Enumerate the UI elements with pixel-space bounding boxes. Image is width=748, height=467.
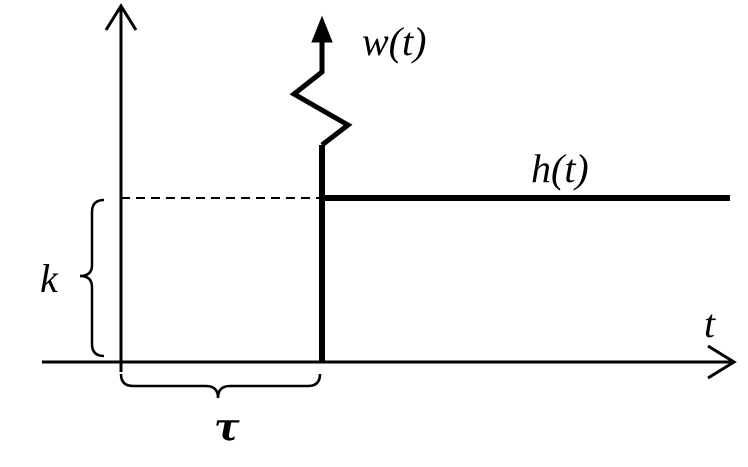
time-axis (42, 344, 737, 380)
vertical-axis-arrowhead (104, 3, 138, 31)
vertical-axis (104, 3, 138, 372)
gain-label: k (40, 256, 59, 301)
impulse-zigzag-line (289, 40, 353, 147)
delay-brace (119, 373, 322, 399)
gain-brace (79, 198, 105, 358)
impulse-response-arrow (289, 15, 353, 147)
time-axis-arrowhead (707, 344, 737, 380)
delay-label: τ (214, 404, 240, 449)
impulse-arrowhead (311, 15, 333, 43)
impulse-label: w(t) (362, 19, 426, 64)
step-label: h(t) (531, 146, 589, 191)
step-response-curve (319, 145, 730, 362)
time-axis-label: t (704, 301, 716, 346)
